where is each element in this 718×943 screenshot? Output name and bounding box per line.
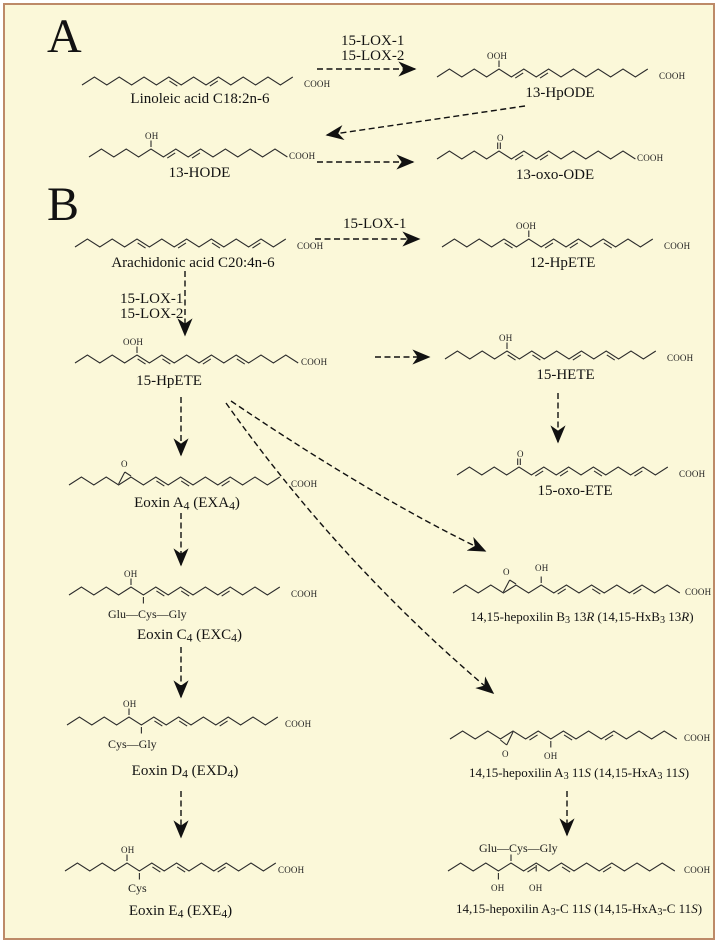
oh-label: OH — [124, 569, 138, 579]
keto-o-label: O — [497, 133, 504, 143]
hepoxilin-a3-structure — [449, 730, 678, 748]
cooh-label: COOH — [289, 151, 316, 161]
oh-label: OH — [499, 333, 513, 343]
molecule-13-hpode: OOH COOH 13-HpODE — [435, 35, 685, 105]
ooh-label: OOH — [123, 337, 144, 347]
cooh-label: COOH — [664, 241, 691, 251]
molecule-name: Eoxin A4 (EXA4) — [134, 495, 240, 513]
epoxide-o-label: O — [121, 459, 128, 469]
cooh-label: COOH — [285, 719, 312, 729]
enzyme-label-15lox2-a: 15-LOX-2 — [341, 48, 405, 64]
molecule-name: Eoxin D4 (EXD4) — [131, 763, 239, 781]
cooh-label: COOH — [637, 153, 664, 163]
molecule-name: 14,15-hepoxilin A3-C 11S (14,15-HxA3-C 1… — [455, 901, 703, 919]
epoxide-o-label: O — [502, 749, 509, 759]
oh-label: OH — [145, 131, 159, 141]
molecule-eoxin-a4: O COOH Eoxin A4 (EXA4) — [67, 451, 317, 513]
glutathione-label: Glu—Cys—Gly — [108, 607, 187, 621]
oh-label: OH — [491, 883, 505, 893]
molecule-name: Linoleic acid C18:2n-6 — [130, 91, 270, 107]
13-hode-structure — [88, 140, 288, 159]
cooh-label: COOH — [659, 71, 686, 81]
eoxin-e4-structure — [64, 854, 277, 880]
molecule-name: Eoxin C4 (EXC4) — [136, 627, 243, 645]
molecule-1415-hepoxilin-a3-c: Glu—Cys—Gly OH OH COOH 14,15-hepoxilin A… — [446, 835, 713, 927]
cooh-label: COOH — [685, 587, 712, 597]
cooh-label: COOH — [684, 733, 711, 743]
oh-label: OH — [544, 751, 558, 761]
oh-label: OH — [535, 563, 549, 573]
oh-label-2: OH — [529, 883, 543, 893]
cys-label: Cys — [128, 881, 147, 895]
molecule-name: 13-HpODE — [525, 85, 595, 101]
oh-label: OH — [123, 699, 137, 709]
15-hete-structure — [444, 342, 657, 361]
cooh-label: COOH — [679, 469, 706, 479]
cooh-label: COOH — [291, 479, 318, 489]
molecule-name: 15-HpETE — [136, 373, 202, 389]
molecule-eoxin-e4: OH Cys COOH Eoxin E4 (EXE4) — [63, 831, 304, 926]
13-hpode-structure — [436, 60, 649, 79]
15-hpete-structure — [74, 346, 299, 365]
molecule-name: 12-HpETE — [529, 255, 596, 271]
cooh-label: COOH — [297, 241, 324, 251]
molecule-name: Arachidonic acid C20:4n-6 — [111, 255, 275, 271]
enzyme-label-15lox1-b-top: 15-LOX-1 — [343, 216, 407, 232]
cooh-label: COOH — [301, 357, 328, 367]
keto-o-label: O — [517, 449, 524, 459]
cooh-label: COOH — [684, 865, 711, 875]
pathway-figure: A B 15-LOX-1 15-LOX-2 15-LOX-1 15-LOX-1 … — [3, 3, 715, 940]
molecule-15-hpete: OOH COOH 15-HpETE — [73, 323, 327, 389]
enzyme-label-15lox1-b-vert: 15-LOX-1 — [120, 291, 184, 307]
eoxin-d4-structure — [66, 708, 279, 734]
molecule-linoleic-acid: COOH Linoleic acid C18:2n-6 — [80, 53, 330, 111]
epoxide-o-label: O — [503, 567, 510, 577]
cooh-label: COOH — [667, 353, 694, 363]
12-hpete-structure — [441, 230, 654, 249]
molecule-name: 13-HODE — [168, 165, 231, 181]
ooh-label: OOH — [516, 221, 537, 231]
ooh-label: OOH — [487, 51, 508, 61]
cooh-label: COOH — [304, 79, 331, 89]
molecule-13-hode: OH COOH 13-HODE — [87, 123, 316, 183]
molecule-name: 15-HETE — [536, 367, 595, 383]
molecule-name: 14,15-hepoxilin A3 11S (14,15-HxA3 11S) — [468, 765, 690, 783]
glutathione-label: Glu—Cys—Gly — [479, 841, 558, 855]
molecule-arachidonic-acid: COOH Arachidonic acid C20:4n-6 — [73, 217, 323, 273]
molecule-eoxin-c4: OH Glu—Cys—Gly COOH Eoxin C4 (EXC4) — [67, 557, 317, 652]
panel-a-letter: A — [47, 10, 82, 63]
13-oxo-ode-structure — [436, 142, 636, 161]
cooh-label: COOH — [278, 865, 305, 875]
molecule-15-oxo-ete: O COOH 15-oxo-ETE — [455, 433, 705, 499]
molecule-1415-hepoxilin-a3: O OH COOH 14,15-hepoxilin A3 11S (14,15-… — [448, 703, 713, 787]
molecule-name: 15-oxo-ETE — [537, 483, 613, 499]
molecule-eoxin-d4: OH Cys—Gly COOH Eoxin D4 (EXD4) — [65, 685, 311, 785]
molecule-name: 14,15-hepoxilin B3 13R (14,15-HxB3 13R) — [470, 609, 694, 627]
molecule-15-hete: OH COOH 15-HETE — [443, 319, 693, 383]
linoleic-acid-structure — [81, 76, 294, 87]
enzyme-label-15lox1-a: 15-LOX-1 — [341, 33, 405, 49]
molecule-name: 13-oxo-ODE — [515, 167, 595, 183]
panel-b-letter: B — [47, 178, 80, 231]
molecule-12-hpete: OOH COOH 12-HpETE — [440, 207, 690, 271]
oh-label: OH — [121, 845, 135, 855]
hepoxilin-a3-c-structure — [447, 854, 676, 880]
cys-gly-label: Cys—Gly — [108, 737, 157, 751]
cooh-label: COOH — [291, 589, 318, 599]
molecule-name: Eoxin E4 (EXE4) — [128, 903, 233, 921]
enzyme-label-15lox2-b-vert: 15-LOX-2 — [120, 306, 184, 322]
arachidonic-acid-structure — [74, 238, 287, 249]
molecule-1415-hepoxilin-b3: O OH COOH 14,15-hepoxilin B3 13R (14,15-… — [451, 553, 713, 629]
molecule-13-oxo-ode: O COOH 13-oxo-ODE — [435, 123, 675, 183]
